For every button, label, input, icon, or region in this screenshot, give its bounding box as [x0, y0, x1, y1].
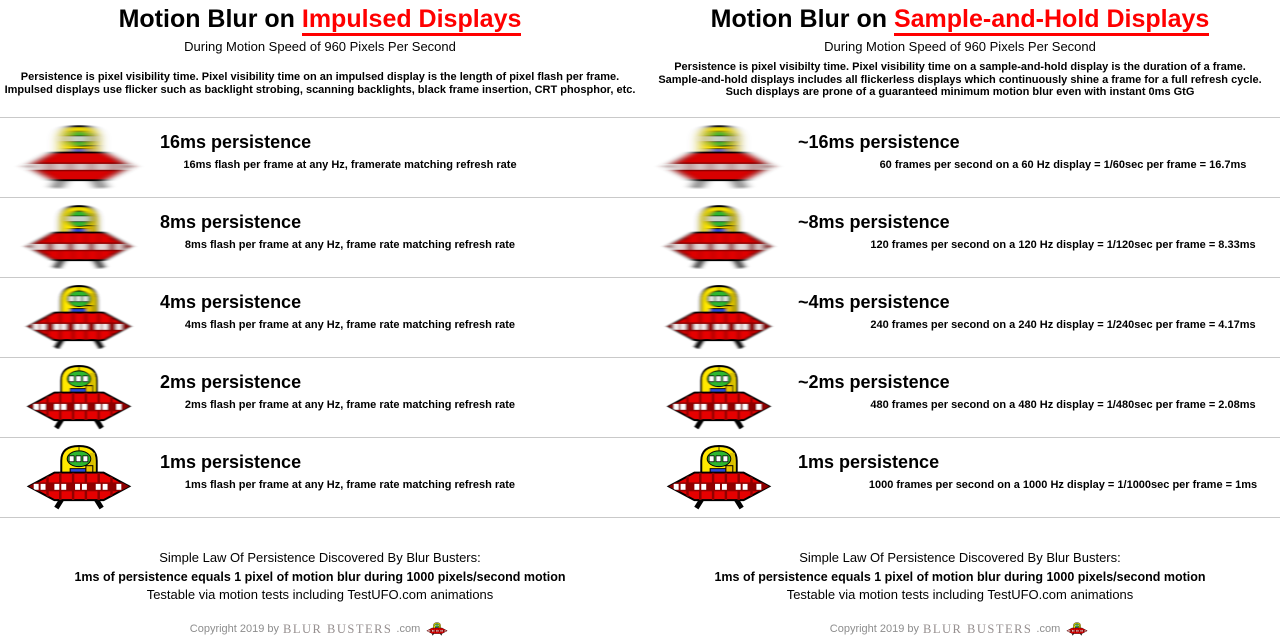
page-title: Motion Blur on Sample-and-Hold Displays [640, 5, 1280, 36]
row-16ms-sample-hold: ~16ms persistence 60 frames per second o… [640, 118, 1280, 197]
title-prefix: Motion Blur on [710, 5, 894, 33]
description-line: Impulsed displays use flicker such as ba… [4, 83, 636, 96]
ufo-image-cell [0, 198, 158, 277]
header-description: Persistence is pixel visibilty time. Pix… [640, 61, 1280, 99]
row-8ms-sample-hold: ~8ms persistence 120 frames per second o… [640, 198, 1280, 277]
title-highlight: Sample-and-Hold Displays [893, 5, 1210, 36]
brand-suffix: .com [396, 623, 421, 635]
persistence-detail: 4ms flash per frame at any Hz, frame rat… [184, 319, 516, 331]
persistence-detail: 16ms flash per frame at any Hz, framerat… [183, 159, 517, 171]
brand-name: BLUR BUSTERS [283, 621, 393, 636]
brand-name: BLUR BUSTERS [923, 621, 1033, 636]
persistence-detail: 1000 frames per second on a 1000 Hz disp… [868, 479, 1258, 491]
ufo-image-cell [0, 118, 158, 197]
copyright-text: Copyright 2019 by [189, 623, 280, 635]
persistence-detail: 120 frames per second on a 120 Hz displa… [870, 239, 1256, 251]
row-4ms: 4ms persistence 4ms flash per frame at a… [0, 277, 1280, 357]
row-1ms: 1ms persistence 1ms flash per frame at a… [0, 437, 1280, 517]
persistence-title: 4ms persistence [160, 292, 302, 312]
ufo-icon [15, 363, 143, 432]
header-subtitle: During Motion Speed of 960 Pixels Per Se… [824, 39, 1096, 54]
law-intro: Simple Law Of Persistence Discovered By … [799, 550, 1121, 565]
description-line: Persistence is pixel visibility time. Pi… [20, 71, 620, 83]
ufo-icon [424, 622, 450, 636]
ufo-image-cell [0, 438, 158, 517]
persistence-title: 1ms persistence [160, 452, 302, 472]
row-2ms: 2ms persistence 2ms flash per frame at a… [0, 357, 1280, 437]
row-8ms-impulsed: 8ms persistence 8ms flash per frame at a… [0, 198, 640, 277]
persistence-detail: 480 frames per second on a 480 Hz displa… [870, 399, 1256, 411]
header-description: Persistence is pixel visibility time. Pi… [0, 71, 640, 96]
ufo-icon [15, 443, 143, 512]
persistence-title: ~16ms persistence [798, 132, 960, 152]
persistence-detail: 1ms flash per frame at any Hz, frame rat… [184, 479, 516, 491]
row-2ms-sample-hold: ~2ms persistence 480 frames per second o… [640, 358, 1280, 437]
ufo-icon [655, 123, 783, 192]
ufo-image-cell [0, 358, 158, 437]
persistence-detail: 8ms flash per frame at any Hz, frame rat… [184, 239, 516, 251]
persistence-title: ~4ms persistence [798, 292, 950, 312]
title-prefix: Motion Blur on [118, 5, 302, 33]
footer-sample-and-hold: Simple Law Of Persistence Discovered By … [640, 518, 1280, 637]
persistence-title: 8ms persistence [160, 212, 302, 232]
page-title: Motion Blur on Impulsed Displays [0, 5, 640, 36]
brand-suffix: .com [1036, 623, 1061, 635]
row-2ms-impulsed: 2ms persistence 2ms flash per frame at a… [0, 358, 640, 437]
copyright-text: Copyright 2019 by [829, 623, 920, 635]
ufo-icon [655, 203, 783, 272]
description-line: Persistence is pixel visibilty time. Pix… [674, 61, 1246, 73]
description-line: Such displays are prone of a guaranteed … [725, 86, 1195, 98]
page-footers: Simple Law Of Persistence Discovered By … [0, 518, 1280, 637]
page-headers: Motion Blur on Impulsed Displays During … [0, 0, 1280, 117]
ufo-icon [1064, 622, 1090, 636]
row-16ms: 16ms persistence 16ms flash per frame at… [0, 117, 1280, 197]
row-8ms: 8ms persistence 8ms flash per frame at a… [0, 197, 1280, 277]
ufo-icon [15, 203, 143, 272]
law-rule: 1ms of persistence equals 1 pixel of mot… [714, 569, 1206, 584]
persistence-detail: 60 frames per second on a 60 Hz display … [879, 159, 1247, 171]
row-16ms-impulsed: 16ms persistence 16ms flash per frame at… [0, 118, 640, 197]
persistence-title: 1ms persistence [798, 452, 940, 472]
persistence-title: ~2ms persistence [798, 372, 950, 392]
ufo-icon [655, 283, 783, 352]
persistence-rows: 16ms persistence 16ms flash per frame at… [0, 117, 1280, 518]
law-note: Testable via motion tests including Test… [146, 587, 494, 602]
copyright: Copyright 2019 by BLUR BUSTERS .com [640, 622, 1280, 637]
header-impulsed: Motion Blur on Impulsed Displays During … [0, 0, 640, 117]
persistence-title: ~8ms persistence [798, 212, 950, 232]
ufo-image-cell [0, 278, 158, 357]
row-4ms-impulsed: 4ms persistence 4ms flash per frame at a… [0, 278, 640, 357]
ufo-icon [655, 363, 783, 432]
ufo-icon [655, 443, 783, 512]
persistence-detail: 240 frames per second on a 240 Hz displa… [870, 319, 1256, 331]
law-rule: 1ms of persistence equals 1 pixel of mot… [74, 569, 566, 584]
ufo-image-cell [640, 198, 798, 277]
law-note: Testable via motion tests including Test… [786, 587, 1134, 602]
title-highlight: Impulsed Displays [301, 5, 522, 36]
row-4ms-sample-hold: ~4ms persistence 240 frames per second o… [640, 278, 1280, 357]
header-subtitle: During Motion Speed of 960 Pixels Per Se… [184, 39, 456, 54]
footer-impulsed: Simple Law Of Persistence Discovered By … [0, 518, 640, 637]
ufo-image-cell [640, 438, 798, 517]
law-intro: Simple Law Of Persistence Discovered By … [159, 550, 481, 565]
persistence-title: 2ms persistence [160, 372, 302, 392]
row-1ms-impulsed: 1ms persistence 1ms flash per frame at a… [0, 438, 640, 517]
persistence-title: 16ms persistence [160, 132, 312, 152]
ufo-icon [15, 123, 143, 192]
row-1ms-sample-hold: 1ms persistence 1000 frames per second o… [640, 438, 1280, 517]
copyright: Copyright 2019 by BLUR BUSTERS .com [0, 622, 640, 637]
ufo-image-cell [640, 118, 798, 197]
header-sample-and-hold: Motion Blur on Sample-and-Hold Displays … [640, 0, 1280, 117]
persistence-detail: 2ms flash per frame at any Hz, frame rat… [184, 399, 516, 411]
description-line: Sample-and-hold displays includes all fl… [658, 73, 1262, 86]
ufo-image-cell [640, 358, 798, 437]
ufo-icon [15, 283, 143, 352]
ufo-image-cell [640, 278, 798, 357]
